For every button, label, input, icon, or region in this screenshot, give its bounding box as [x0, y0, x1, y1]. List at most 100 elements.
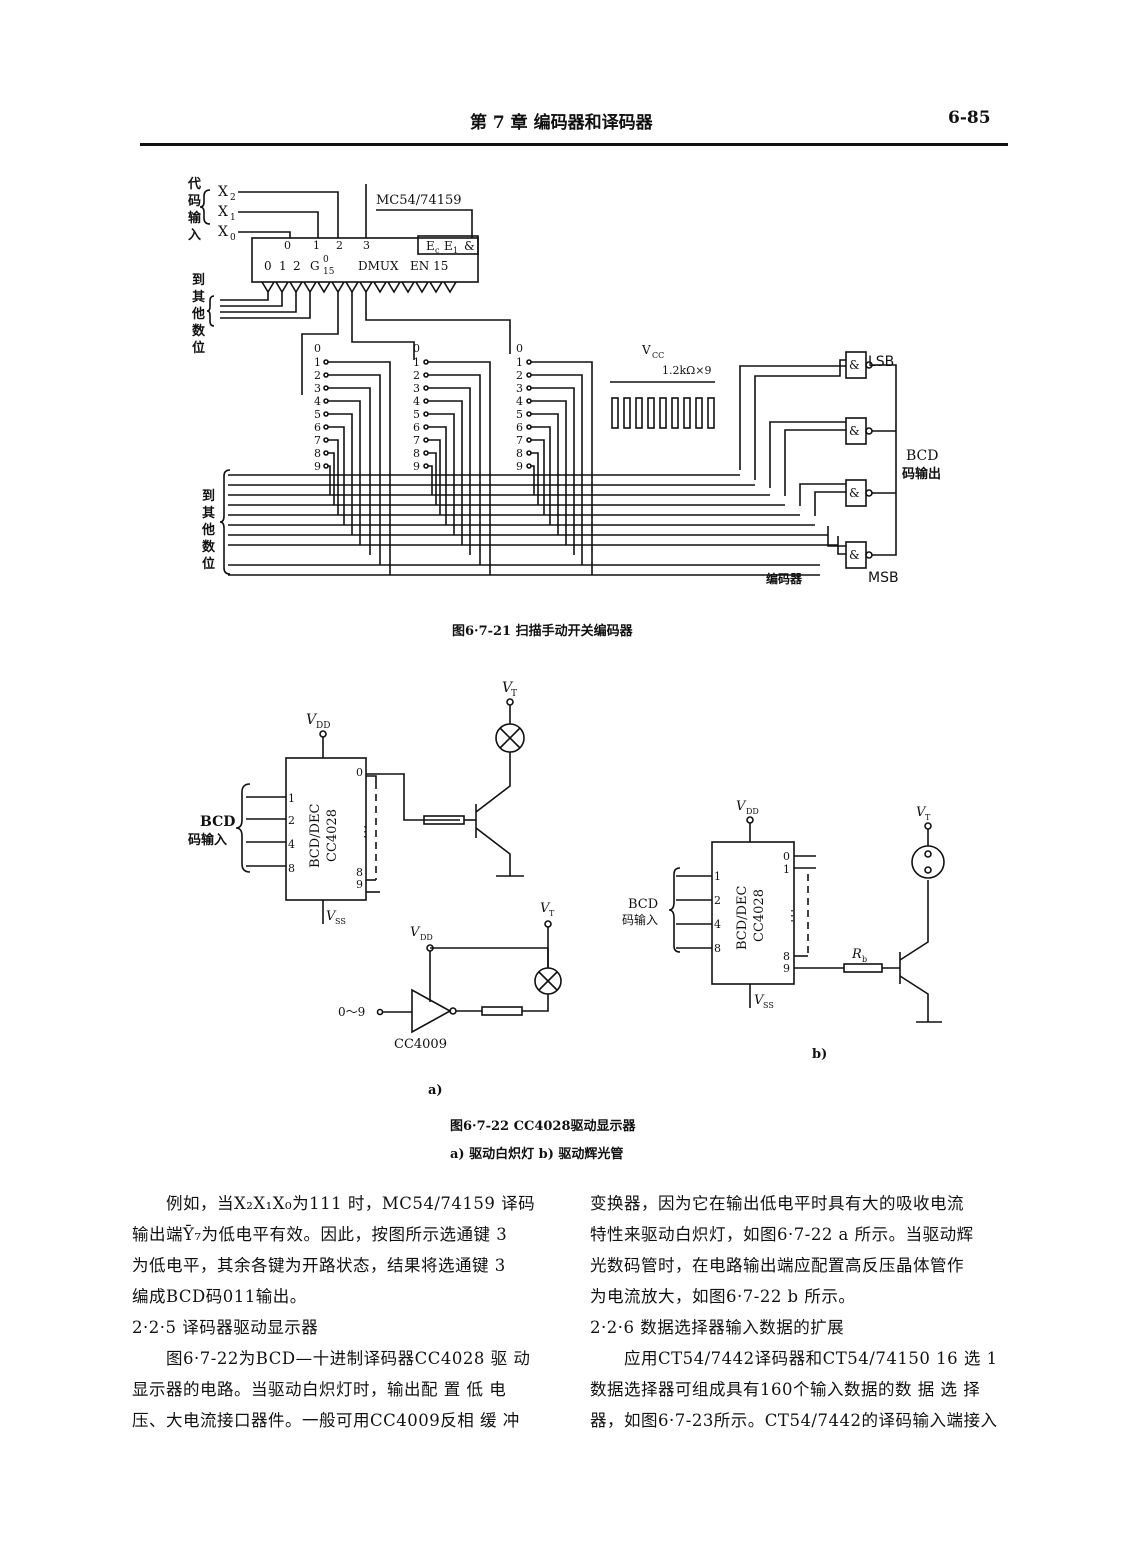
out-num: 2: [293, 259, 301, 273]
inverter-triangle: [411, 988, 452, 1034]
svg-text:5: 5: [314, 408, 321, 421]
vss-label-a: V: [326, 909, 337, 924]
other-digits-char: 数: [202, 539, 216, 555]
input-x2-sub: 2: [230, 193, 236, 203]
svg-text:5: 5: [516, 408, 523, 421]
input-x1-sub: 1: [230, 213, 236, 223]
svg-text:1: 1: [413, 356, 420, 369]
vdd-label-inv: V: [410, 925, 421, 940]
figure-6-7-22-caption: 图6·7-22 CC4028驱动显示器: [450, 1119, 636, 1134]
svg-text:DD: DD: [316, 721, 330, 731]
bcd-output-label-2: 码输出: [902, 466, 941, 482]
label-b: b): [812, 1047, 827, 1062]
out-num: 0: [264, 259, 272, 273]
svg-text:SS: SS: [335, 917, 346, 926]
bcd-input-label-a: BCD: [200, 814, 235, 830]
figure-6-7-22-diagram: V DD BCD/DEC CC4028 12 48 0 89 ⋮ V SS BC…: [188, 680, 945, 1098]
pin-label: 0: [284, 239, 291, 252]
text-line: 器，如图6·7-23所示。CT54/7442的译码输入端接入: [590, 1411, 998, 1430]
svg-text:0: 0: [314, 342, 321, 355]
out-num: 1: [279, 259, 287, 273]
label-a: a): [428, 1083, 443, 1098]
text-line: 变换器，因为它在输出低电平时具有大的吸收电流: [590, 1194, 964, 1213]
svg-text:T: T: [549, 909, 555, 918]
text-line: 应用CT54/7442译码器和CT54/74150 16 选 1: [624, 1349, 998, 1368]
svg-text:&: &: [849, 548, 860, 562]
input-x0-sub: 0: [230, 233, 236, 243]
chip-name-a: CC4028: [325, 809, 340, 862]
svg-text:4: 4: [413, 395, 420, 408]
svg-text:9: 9: [356, 878, 363, 891]
svg-text:8: 8: [714, 942, 721, 955]
figure-6-7-21-caption: 图6·7-21 扫描手动开关编码器: [452, 624, 633, 639]
svg-text:1: 1: [516, 356, 523, 369]
svg-text:2: 2: [714, 894, 721, 907]
svg-text:6: 6: [413, 421, 420, 434]
other-digits-char: 到: [192, 273, 205, 288]
right-column-text: 变换器，因为它在输出低电平时具有大的吸收电流 特性来驱动白炽灯，如图6·7-22…: [590, 1188, 1010, 1436]
bcd-input-label-b-2: 码输入: [622, 912, 658, 927]
svg-text:7: 7: [516, 434, 523, 447]
chip-title-b: BCD/DEC: [735, 886, 750, 950]
other-digits-char: 数: [192, 323, 206, 339]
section-heading-2-2-6: 2·2·6 数据选择器输入数据的扩展: [590, 1318, 845, 1337]
encoder-label: 编码器: [765, 571, 803, 586]
glow-tube-icon: [911, 845, 945, 879]
resistor-value: 1.2kΩ×9: [662, 364, 712, 377]
svg-text:7: 7: [413, 434, 420, 447]
svg-text:3: 3: [413, 382, 420, 395]
other-digits-char: 他: [191, 306, 205, 322]
resistor-inverter: [481, 1006, 523, 1016]
text-line: 例如，当X₂X₁X₀为111 时，MC54/74159 译码: [166, 1194, 536, 1213]
other-digits-char: 其: [192, 289, 205, 305]
text-line: 为低电平，其余各键为开路状态，结果将选通键 3: [132, 1256, 506, 1275]
svg-text:6: 6: [314, 421, 321, 434]
text-line: 编成BCD码011输出。: [132, 1287, 307, 1306]
figure-6-7-22-subcaption: a) 驱动白炽灯 b) 驱动辉光管: [450, 1147, 624, 1162]
other-digits-char: 位: [202, 556, 215, 572]
input-x1: X: [218, 204, 228, 220]
en-label: EN 15: [410, 259, 448, 273]
svg-text:3: 3: [516, 382, 523, 395]
svg-text:8: 8: [413, 447, 420, 460]
g-label: G: [310, 259, 320, 273]
svg-text:2: 2: [288, 814, 295, 827]
svg-text:0: 0: [323, 255, 329, 265]
text-line: 显示器的电路。当驱动白炽灯时，输出配 置 低 电: [132, 1380, 507, 1399]
rb-label: R: [851, 947, 862, 962]
lsb-label: LSB: [868, 354, 894, 370]
svg-text:15: 15: [323, 267, 335, 277]
and-symbol: &: [464, 239, 475, 253]
other-digits-char: 位: [192, 340, 205, 356]
svg-text:1: 1: [314, 356, 321, 369]
svg-text:3: 3: [314, 382, 321, 395]
text-line: 数据选择器可组成具有160个输入数据的数 据 选 择: [590, 1380, 981, 1399]
text-line: 压、大电流接口器件。一般可用CC4009反相 缓 冲: [132, 1411, 520, 1430]
inverter-name: CC4009: [394, 1037, 447, 1052]
svg-text:8: 8: [314, 447, 321, 460]
svg-text:&: &: [849, 358, 860, 372]
input-x0: X: [218, 224, 228, 240]
section-heading-2-2-5: 2·2·5 译码器驱动显示器: [132, 1318, 319, 1337]
svg-text:1: 1: [714, 870, 721, 883]
left-column-text: 例如，当X₂X₁X₀为111 时，MC54/74159 译码 输出端Ȳ₇为低电平…: [132, 1188, 562, 1436]
text-line: 特性来驱动白炽灯，如图6·7-22 a 所示。当驱动辉: [590, 1225, 974, 1244]
enable-ec: E: [426, 239, 435, 253]
svg-text:9: 9: [783, 962, 790, 975]
svg-text:0: 0: [783, 850, 790, 863]
page-number: 6-85: [948, 108, 991, 128]
svg-text:8: 8: [783, 950, 790, 963]
code-input-char: 码: [188, 194, 201, 209]
inverter-input-label: 0～9: [338, 1005, 365, 1019]
code-input-char: 入: [188, 228, 201, 243]
svg-text:7: 7: [314, 434, 321, 447]
dmux-label: DMUX: [358, 259, 399, 273]
incandescent-lamp-icon: [495, 723, 525, 753]
svg-text:0: 0: [413, 342, 420, 355]
input-x2: X: [218, 184, 228, 200]
chip-title-a: BCD/DEC: [308, 804, 323, 868]
svg-text:2: 2: [413, 369, 420, 382]
text-line: 图6·7-22为BCD—十进制译码器CC4028 驱 动: [166, 1349, 531, 1368]
bcd-output-label: BCD: [906, 448, 938, 464]
vt-label-b: V: [916, 805, 927, 820]
